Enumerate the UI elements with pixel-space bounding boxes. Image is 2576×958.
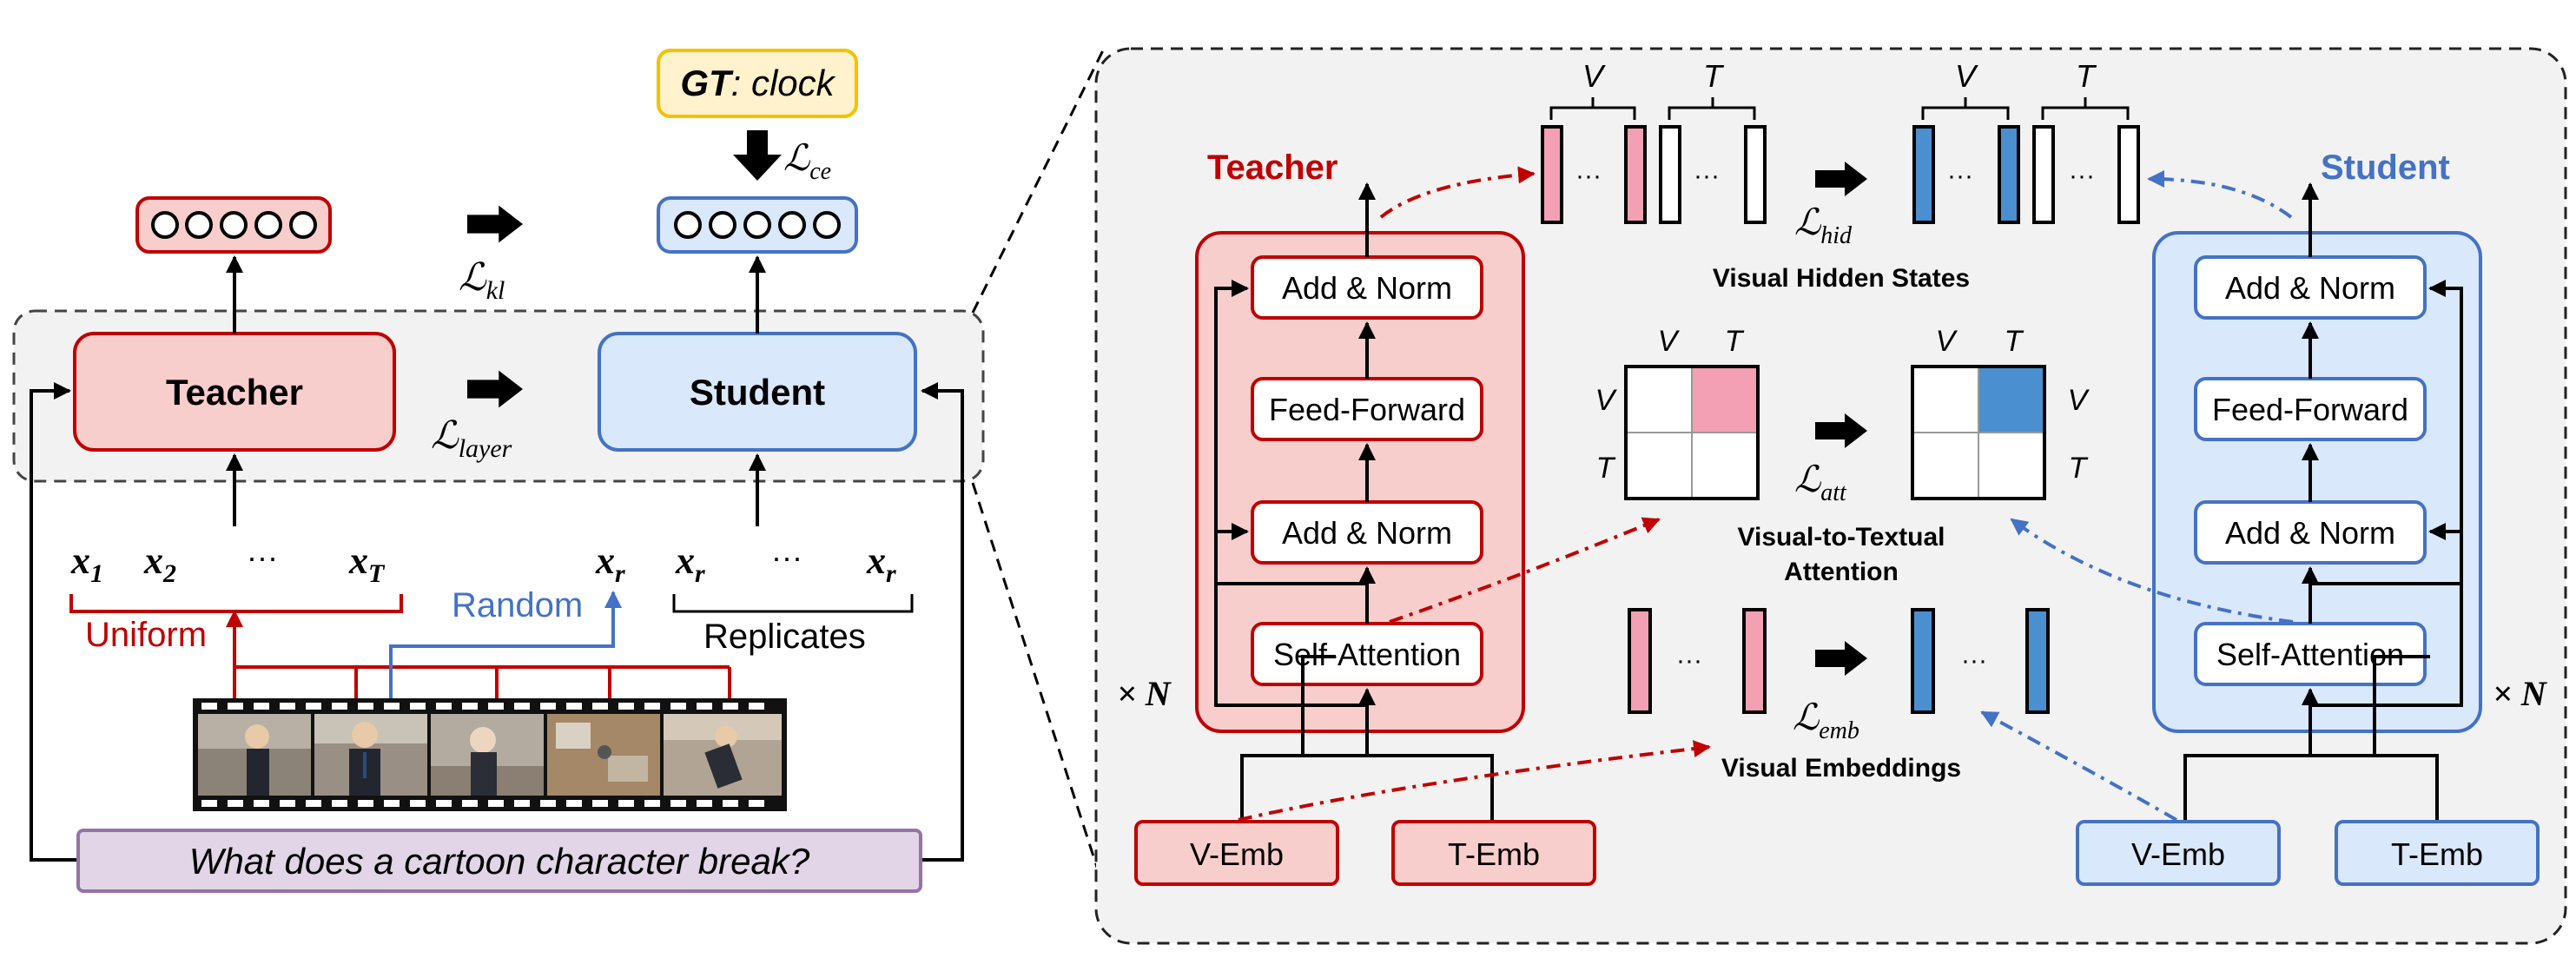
svg-text:V: V <box>2068 384 2091 417</box>
loss-ce: ℒce <box>783 139 831 185</box>
visual-embeddings-label: Visual Embeddings <box>1721 754 1961 783</box>
teacher-transformer-block <box>1195 231 1525 733</box>
gt-label: GT: clock <box>680 63 836 103</box>
token-x2: x2 <box>143 539 176 588</box>
teacher-title: Teacher <box>1207 149 1338 187</box>
zoom-line-bottom <box>971 482 1105 887</box>
svg-text:T: T <box>2005 325 2024 358</box>
teacher-v-emb <box>1134 820 1339 886</box>
gt-down-arrow <box>733 130 782 181</box>
teacher-dashdot-arrows <box>1238 166 1711 822</box>
student-dashdot-arrows <box>1980 170 2294 822</box>
svg-text:T: T <box>1725 325 1745 358</box>
video-frames-filmstrip <box>193 698 787 811</box>
student-v-emb <box>2076 820 2281 886</box>
svg-text:V: V <box>1955 58 1978 94</box>
student-transformer-block <box>2152 231 2482 733</box>
token-xr-rep2: xr <box>866 539 896 588</box>
svg-text:V: V <box>1936 325 1958 358</box>
loss-hid: ℒhid <box>1794 203 1853 249</box>
loss-att: ℒatt <box>1794 460 1847 506</box>
attention-matrix-student: V T V T <box>1911 325 2091 500</box>
teacher-add-norm-top-label: Add & Norm <box>1282 270 1452 306</box>
teacher-box-label: Teacher <box>166 372 303 413</box>
student-feed-forward-label: Feed-Forward <box>2212 392 2408 427</box>
times-n-left: × N <box>1117 674 1172 713</box>
teacher-t-emb-label: T-Emb <box>1448 836 1540 872</box>
left-panel: GT: clock ℒce ℒkl <box>12 49 985 893</box>
svg-text:···: ··· <box>1961 646 1987 675</box>
random-sampling-line <box>389 591 622 702</box>
svg-text:T: T <box>2069 452 2089 485</box>
visual-to-textual-label-1: Visual-to-Textual <box>1738 523 1945 552</box>
embeddings-teacher: ··· <box>1628 608 1767 714</box>
uniform-label: Uniform <box>85 616 207 654</box>
student-v-emb-label: V-Emb <box>2131 836 2225 872</box>
uniform-bracket <box>69 594 403 613</box>
question-text: What does a cartoon character break? <box>189 841 810 882</box>
student-box-label: Student <box>690 372 825 413</box>
attention-matrix-teacher: V T V T <box>1595 325 1760 500</box>
svg-text:V: V <box>1582 58 1606 94</box>
student-title: Student <box>2321 149 2450 187</box>
student-t-emb-label: T-Emb <box>2391 836 2483 872</box>
svg-text:···: ··· <box>1947 162 1973 190</box>
embeddings-student: ··· <box>1911 608 2050 714</box>
loss-layer: ℒlayer <box>431 414 512 463</box>
token-x1: x1 <box>70 539 103 588</box>
replicates-label: Replicates <box>703 618 866 656</box>
svg-text:···: ··· <box>1694 162 1720 190</box>
gt-box <box>657 49 858 118</box>
random-label: Random <box>452 586 583 624</box>
token-xT: xT <box>348 539 386 588</box>
visual-hidden-states-label: Visual Hidden States <box>1713 264 1970 293</box>
right-panel: Teacher Student Add & Norm Feed-Forward … <box>1094 47 2567 945</box>
student-add-norm-top-label: Add & Norm <box>2225 270 2395 306</box>
zoom-line-top <box>971 50 1105 314</box>
teacher-feed-forward-label: Feed-Forward <box>1269 392 1465 427</box>
question-box <box>76 829 922 893</box>
token-xr-rep1: xr <box>675 539 705 588</box>
student-add-norm-bottom-label: Add & Norm <box>2225 515 2395 551</box>
loss-emb: ℒemb <box>1793 698 1859 744</box>
teacher-output-logits <box>135 196 332 254</box>
question-to-teacher-arrow <box>30 382 78 862</box>
times-n-right: × N <box>2493 674 2548 713</box>
token-xr-random: xr <box>595 539 625 588</box>
uniform-sampling-lines <box>226 610 731 702</box>
hidden-states-student: ··· ··· V T <box>1912 58 2140 224</box>
visual-to-textual-label-2: Attention <box>1784 558 1899 586</box>
svg-text:V: V <box>1595 384 1618 417</box>
svg-text:T: T <box>1703 58 1725 94</box>
student-t-emb <box>2335 820 2540 886</box>
replicates-bracket <box>672 594 914 613</box>
token-ellipsis-student: ··· <box>771 539 803 575</box>
teacher-add-norm-bottom-label: Add & Norm <box>1282 515 1452 551</box>
teacher-t-emb <box>1391 820 1596 886</box>
teacher-v-emb-label: V-Emb <box>1190 836 1284 872</box>
svg-text:T: T <box>1596 452 1616 485</box>
student-output-logits <box>657 196 858 254</box>
svg-text:···: ··· <box>1575 162 1602 190</box>
svg-text:···: ··· <box>2069 162 2095 190</box>
svg-text:V: V <box>1658 325 1681 358</box>
question-to-student-arrow <box>921 382 964 862</box>
svg-text:···: ··· <box>1676 646 1702 675</box>
token-ellipsis-teacher: ··· <box>247 539 278 575</box>
kl-arrow <box>467 205 523 243</box>
hidden-states-teacher: ··· ··· V T <box>1541 58 1767 224</box>
svg-text:T: T <box>2076 58 2097 94</box>
loss-kl: ℒkl <box>459 256 505 305</box>
student-layers: Add & Norm Feed-Forward Add & Norm Self-… <box>2183 182 2463 829</box>
teacher-layers: Add & Norm Feed-Forward Add & Norm Self-… <box>1214 182 1494 829</box>
